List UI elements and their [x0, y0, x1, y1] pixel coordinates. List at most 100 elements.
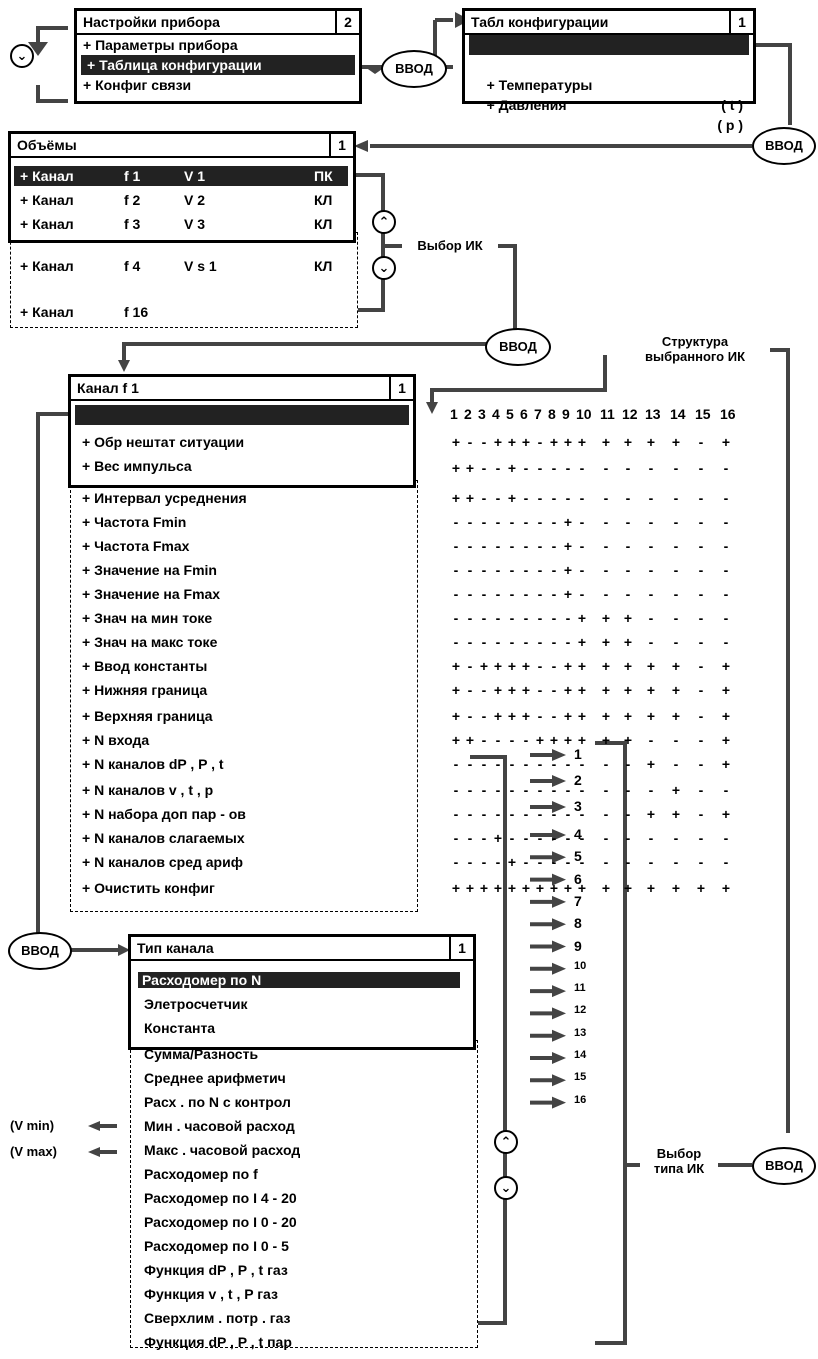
- structure-cell: -: [603, 854, 609, 870]
- menu-item-device-params[interactable]: + Параметры прибора: [83, 37, 238, 53]
- channel-param-item[interactable]: + Знач на макс токе: [82, 634, 218, 650]
- channel-type-option[interactable]: Среднее арифметич: [144, 1070, 286, 1086]
- structure-cell: -: [453, 756, 459, 772]
- channel-param-item[interactable]: + Значение на Fmax: [82, 586, 221, 602]
- enter-button[interactable]: ВВОД: [752, 1147, 816, 1185]
- channel-param-item[interactable]: + Обр нештат ситуации: [82, 434, 245, 450]
- structure-cell: +: [646, 756, 656, 772]
- menu-item-temperatures[interactable]: + Температуры ( t ): [465, 55, 753, 113]
- channel-type-option[interactable]: Расходомер по I 4 - 20: [144, 1190, 297, 1206]
- up-arrow-icon[interactable]: ⌃: [372, 210, 396, 234]
- channel-type-option[interactable]: Мин . часовой расход: [144, 1118, 295, 1134]
- channel-param-item[interactable]: + Очистить конфиг: [82, 880, 215, 896]
- down-arrow-icon[interactable]: ⌄: [10, 44, 34, 68]
- structure-cell: -: [698, 538, 704, 554]
- channel-type-option[interactable]: Расходомер по I 0 - 20: [144, 1214, 297, 1230]
- structure-cell: -: [698, 830, 704, 846]
- channel-type-option[interactable]: Функция v , t , P газ: [144, 1286, 278, 1302]
- channel-param-item[interactable]: + Знач на мин токе: [82, 610, 213, 626]
- channel-type-option[interactable]: Функция dP , P , t пар: [144, 1334, 292, 1350]
- channel-type-option[interactable]: Сумма/Разность: [144, 1046, 259, 1062]
- channel-param-item[interactable]: + Частота Fmax: [82, 538, 190, 554]
- channel-type-option[interactable]: Расходомер по I 0 - 5: [144, 1238, 289, 1254]
- structure-cell: -: [551, 708, 557, 724]
- structure-cell: -: [537, 756, 543, 772]
- structure-cell: -: [698, 708, 704, 724]
- structure-cell: -: [579, 514, 585, 530]
- channel-type-menu: Тип канала 1: [128, 934, 476, 1050]
- channel-type-option[interactable]: Элетросчетчик: [144, 996, 248, 1012]
- channel-param-item[interactable]: + Вес импульса: [82, 458, 192, 474]
- enter-button[interactable]: ВВОД: [8, 932, 72, 970]
- menu-item-volumes[interactable]: + Объёмы ( f ): [469, 35, 749, 93]
- channel-type-option[interactable]: Расх . по N с контрол: [144, 1094, 291, 1110]
- menu-item-comm-config[interactable]: + Конфиг связи: [83, 77, 192, 93]
- channel-param-item[interactable]: + N каналов dP , P , t: [82, 756, 224, 772]
- channel-type-item[interactable]: + Тип канала Расход: [75, 405, 409, 463]
- menu-item-config-table[interactable]: + Таблица конфигурации: [81, 55, 355, 75]
- structure-cell: -: [551, 610, 557, 626]
- structure-cell: +: [721, 708, 731, 724]
- structure-cell: +: [671, 880, 681, 896]
- structure-cell: +: [563, 434, 573, 450]
- structure-column-header: 4: [492, 406, 500, 422]
- structure-cell: -: [648, 490, 654, 506]
- channel-type-option[interactable]: Расходомер по f: [144, 1166, 258, 1182]
- channel-type-option[interactable]: Расходомер по N: [138, 972, 460, 988]
- structure-cell: +: [507, 880, 517, 896]
- enter-button[interactable]: ВВОД: [752, 127, 816, 165]
- channel-type-option[interactable]: Сверхлим . потр . газ: [144, 1310, 291, 1326]
- structure-cell: -: [603, 514, 609, 530]
- menu-item-pressures[interactable]: + Давления ( p ): [465, 75, 753, 133]
- enter-button[interactable]: ВВОД: [381, 50, 447, 88]
- structure-cell: +: [671, 658, 681, 674]
- up-arrow-icon[interactable]: ⌃: [494, 1130, 518, 1154]
- structure-cell: -: [467, 756, 473, 772]
- structure-cell: -: [509, 514, 515, 530]
- structure-cell: -: [467, 854, 473, 870]
- structure-cell: +: [696, 880, 706, 896]
- structure-cell: -: [453, 586, 459, 602]
- structure-cell: -: [537, 538, 543, 554]
- down-arrow-icon[interactable]: ⌄: [372, 256, 396, 280]
- volume-label: + Канал: [20, 192, 74, 208]
- item-code: ( f ): [721, 77, 743, 93]
- channel-type-option[interactable]: Константа: [144, 1020, 216, 1036]
- structure-cell: -: [495, 854, 501, 870]
- structure-cell: +: [601, 732, 611, 748]
- channel-param-item[interactable]: + Частота Fmin: [82, 514, 187, 530]
- structure-cell: -: [537, 460, 543, 476]
- channel-param-item[interactable]: + Значение на Fmin: [82, 562, 217, 578]
- structure-cell: -: [579, 562, 585, 578]
- structure-cell: -: [698, 610, 704, 626]
- structure-cell: -: [467, 562, 473, 578]
- channel-param-item[interactable]: + N входа: [82, 732, 150, 748]
- channel-param-item[interactable]: + N каналов v , t , p: [82, 782, 214, 798]
- structure-cell: -: [481, 514, 487, 530]
- structure-cell: -: [723, 830, 729, 846]
- channel-param-item[interactable]: + Верхняя граница: [82, 708, 213, 724]
- down-arrow-icon[interactable]: ⌄: [494, 1176, 518, 1200]
- channel-param-item[interactable]: + Ввод константы: [82, 658, 208, 674]
- channel-param-item[interactable]: + N набора доп пар - ов: [82, 806, 246, 822]
- structure-cell: -: [495, 490, 501, 506]
- structure-cell: +: [521, 434, 531, 450]
- channel-type-option[interactable]: Функция dP , P , t газ: [144, 1262, 288, 1278]
- channel-param-item[interactable]: + Интервал усреднения: [82, 490, 247, 506]
- structure-cell: +: [623, 880, 633, 896]
- channel-param-item[interactable]: + Нижняя граница: [82, 682, 208, 698]
- structure-cell: +: [721, 806, 731, 822]
- channel-param-item[interactable]: + N каналов слагаемых: [82, 830, 245, 846]
- channel-param-item[interactable]: + N каналов сред ариф: [82, 854, 243, 870]
- enter-button[interactable]: ВВОД: [485, 328, 551, 366]
- structure-cell: -: [698, 806, 704, 822]
- channel-type-option[interactable]: Макс . часовой расход: [144, 1142, 301, 1158]
- select-type-line1: Выбор: [656, 1146, 702, 1161]
- structure-cell: -: [453, 538, 459, 554]
- channel-type-number: 10: [574, 959, 587, 972]
